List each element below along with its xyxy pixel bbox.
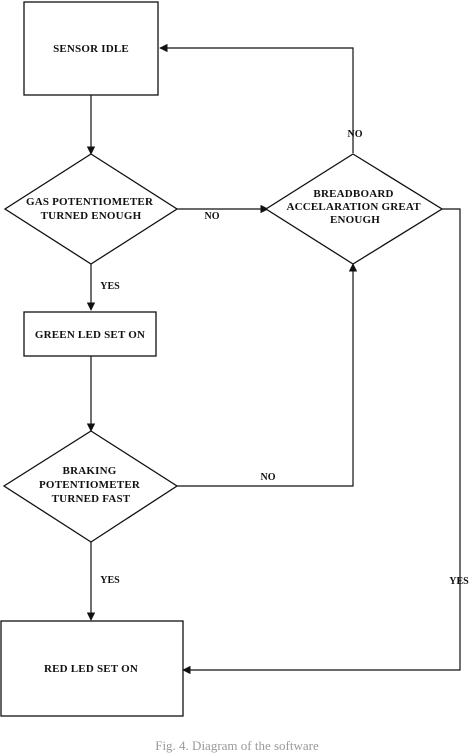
edge-label-accel-no: NO bbox=[348, 129, 363, 140]
sensor-idle-box bbox=[23, 1, 159, 96]
green-led-label: GREEN LED SET ON bbox=[35, 329, 145, 341]
node-accel-check: BREADBOARD ACCELARATION GREAT ENOUGH bbox=[264, 153, 444, 265]
red-led-line-0: RED LED SET ON bbox=[44, 663, 138, 675]
gas-check-label: GAS POTENTIOMETER TURNED ENOUGH bbox=[26, 196, 156, 222]
gas-check-line-0: GAS POTENTIOMETER bbox=[26, 196, 154, 208]
gas-check-diamond bbox=[3, 153, 179, 265]
edge-label-brake-yes: YES bbox=[100, 575, 120, 586]
brake-check-line-1: POTENTIOMETER bbox=[39, 479, 141, 491]
edges bbox=[86, 43, 461, 675]
accel-check-line-2: ENOUGH bbox=[330, 214, 380, 226]
sensor-idle-label: SENSOR IDLE bbox=[53, 43, 129, 55]
node-brake-check: BRAKING POTENTIOMETER TURNED FAST bbox=[2, 430, 179, 543]
edge-label-gas-no: NO bbox=[205, 211, 220, 222]
edge-label-accel-yes: YES bbox=[449, 576, 469, 587]
brake-check-line-0: BRAKING bbox=[63, 465, 117, 477]
edge-label-brake-no: NO bbox=[261, 472, 276, 483]
figure-caption: Fig. 4. Diagram of the software bbox=[155, 738, 319, 753]
edge-brake-to-accel bbox=[177, 263, 358, 487]
red-led-box bbox=[0, 620, 184, 717]
gas-check-line-1: TURNED ENOUGH bbox=[41, 210, 142, 222]
node-red-led: RED LED SET ON bbox=[0, 620, 184, 717]
accel-check-diamond bbox=[264, 153, 444, 265]
brake-check-line-2: TURNED FAST bbox=[52, 493, 131, 505]
brake-check-diamond bbox=[2, 430, 179, 543]
node-sensor-idle: SENSOR IDLE bbox=[23, 1, 159, 96]
edge-accel-to-red bbox=[182, 208, 461, 675]
node-green-led: GREEN LED SET ON bbox=[23, 311, 157, 357]
sensor-idle-line-0: SENSOR IDLE bbox=[53, 43, 129, 55]
green-led-line-0: GREEN LED SET ON bbox=[35, 329, 145, 341]
node-gas-check: GAS POTENTIOMETER TURNED ENOUGH bbox=[3, 153, 179, 265]
green-led-box bbox=[23, 311, 157, 357]
edge-label-gas-yes: YES bbox=[100, 281, 120, 292]
red-led-label: RED LED SET ON bbox=[44, 663, 138, 675]
brake-check-label: BRAKING POTENTIOMETER TURNED FAST bbox=[39, 465, 143, 505]
accel-check-line-0: BREADBOARD bbox=[313, 188, 393, 200]
accel-check-line-1: ACCELARATION GREAT bbox=[286, 201, 421, 213]
edge-labels: NO YES NO NO YES YES bbox=[100, 129, 469, 587]
accel-check-label: BREADBOARD ACCELARATION GREAT ENOUGH bbox=[286, 188, 423, 226]
edge-accel-to-idle bbox=[159, 43, 354, 153]
